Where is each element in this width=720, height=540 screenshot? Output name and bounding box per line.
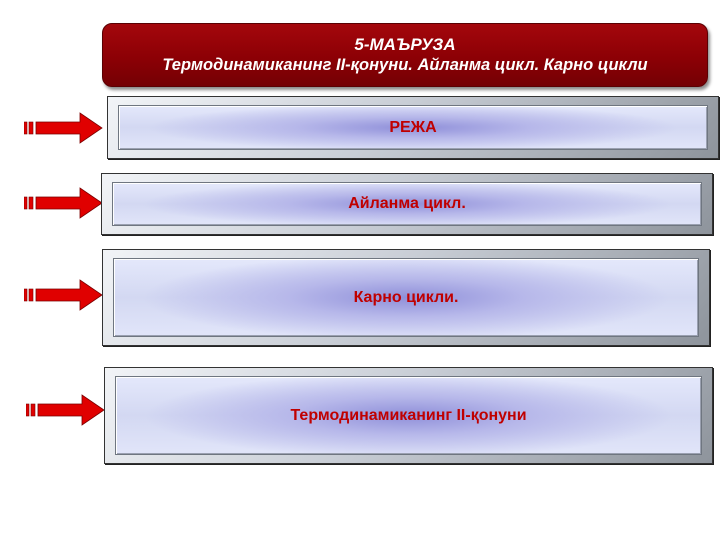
- menu-item-label: РЕЖА: [389, 118, 437, 136]
- lecture-title: Термодинамиканинг II-қонуни. Айланма цик…: [162, 56, 648, 74]
- right-arrow-icon: [24, 187, 103, 219]
- menu-item-karno-sikli[interactable]: Карно цикли.: [102, 249, 710, 346]
- menu-item-label: Карно цикли.: [353, 288, 459, 306]
- right-arrow-icon: [24, 279, 103, 311]
- menu-item-termodinamika-qonuni[interactable]: Термодинамиканинг II-қонуни: [104, 367, 713, 464]
- right-arrow-icon: [26, 394, 105, 426]
- menu-item-label: Айланма цикл.: [348, 195, 466, 212]
- lecture-number: 5-МАЪРУЗА: [354, 35, 456, 54]
- menu-item-label: Термодинамиканинг II-қонуни: [290, 406, 527, 424]
- menu-item-reja[interactable]: РЕЖА: [107, 96, 719, 159]
- title-banner: 5-МАЪРУЗА Термодинамиканинг II-қонуни. А…: [102, 23, 708, 87]
- menu-item-aylanma-sikl[interactable]: Айланма цикл.: [101, 173, 713, 235]
- right-arrow-icon: [24, 112, 103, 144]
